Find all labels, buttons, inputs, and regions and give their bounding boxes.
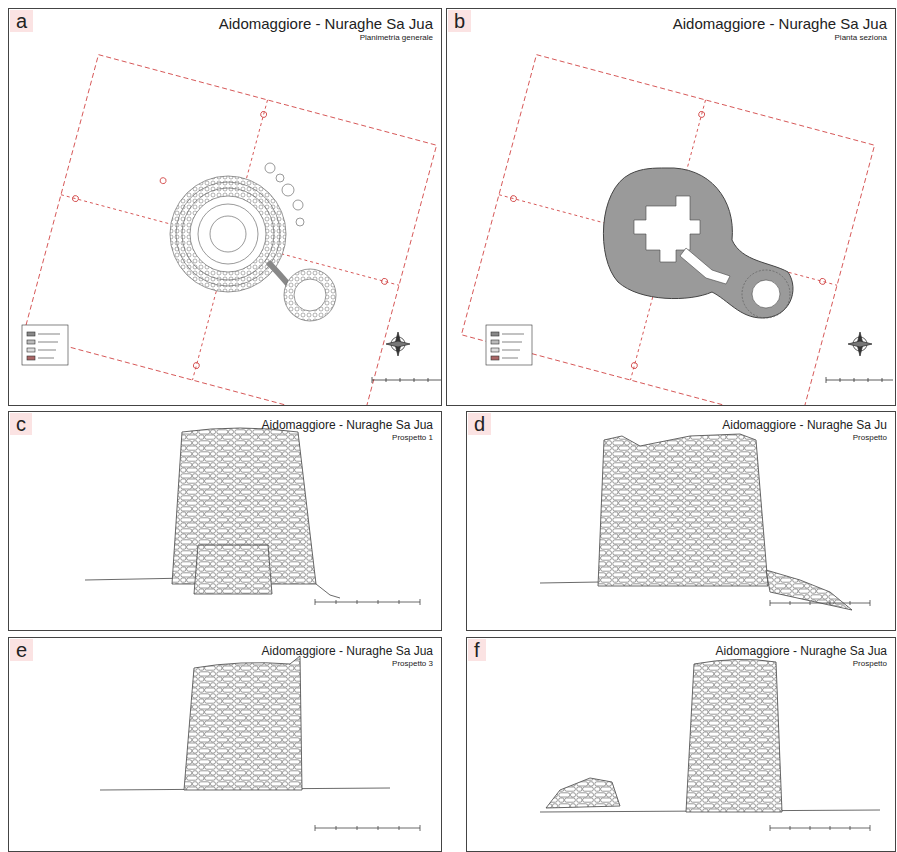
sectioned-plan <box>461 55 893 405</box>
drawing-title: Aidomaggiore - Nuraghe Sa Jua <box>673 15 887 32</box>
drawing-subtitle: Prospetto 3 <box>262 659 433 668</box>
drawing-subtitle: Planimetria generale <box>219 33 433 42</box>
drawing-title: Aidomaggiore - Nuraghe Sa Ju <box>722 418 887 432</box>
drawing-subtitle: Prospetto <box>716 659 887 668</box>
panel-letter: c <box>10 413 32 435</box>
drawing-subtitle: Pianta seziona <box>673 33 887 42</box>
title-block: Aidomaggiore - Nuraghe Sa JuaProspetto 1 <box>262 418 433 442</box>
title-block: Aidomaggiore - Nuraghe Sa JuaProspetto <box>716 644 887 668</box>
elevation-drawing <box>85 428 420 605</box>
drawing-title: Aidomaggiore - Nuraghe Sa Jua <box>716 644 887 658</box>
site-plan <box>22 55 441 405</box>
elevation-drawing <box>540 659 880 831</box>
drawing-title: Aidomaggiore - Nuraghe Sa Jua <box>262 418 433 432</box>
drawing-title: Aidomaggiore - Nuraghe Sa Jua <box>219 15 433 32</box>
figure-panel: a Aidomaggiore - Nuraghe Sa JuaPlanimetri… <box>8 8 442 406</box>
title-block: Aidomaggiore - Nuraghe Sa JuProspetto <box>722 418 887 442</box>
title-block: Aidomaggiore - Nuraghe Sa JuaPlanimetria… <box>219 15 433 42</box>
title-block: Aidomaggiore - Nuraghe Sa JuaPianta sezi… <box>673 15 887 42</box>
figure-panel: e Aidomaggiore - Nuraghe Sa JuaProspetto … <box>8 637 442 852</box>
elevation-drawing <box>100 656 420 831</box>
panel-letter: b <box>448 10 471 32</box>
panel-letter: f <box>468 639 486 661</box>
elevation-drawing <box>540 434 870 610</box>
title-block: Aidomaggiore - Nuraghe Sa JuaProspetto 3 <box>262 644 433 668</box>
panel-letter: d <box>468 413 491 435</box>
figure-panel: c Aidomaggiore - Nuraghe Sa JuaProspetto … <box>8 411 442 631</box>
panel-letter: e <box>10 639 33 661</box>
figure-panel: f Aidomaggiore - Nuraghe Sa JuaProspetto <box>466 637 896 852</box>
figure-panel: d Aidomaggiore - Nuraghe Sa JuProspetto <box>466 411 896 631</box>
panel-letter: a <box>10 10 33 32</box>
drawing-subtitle: Prospetto <box>722 433 887 442</box>
drawing-subtitle: Prospetto 1 <box>262 433 433 442</box>
figure-panel: b Aidomaggiore - Nuraghe Sa JuaPianta sez… <box>446 8 896 406</box>
drawing-title: Aidomaggiore - Nuraghe Sa Jua <box>262 644 433 658</box>
